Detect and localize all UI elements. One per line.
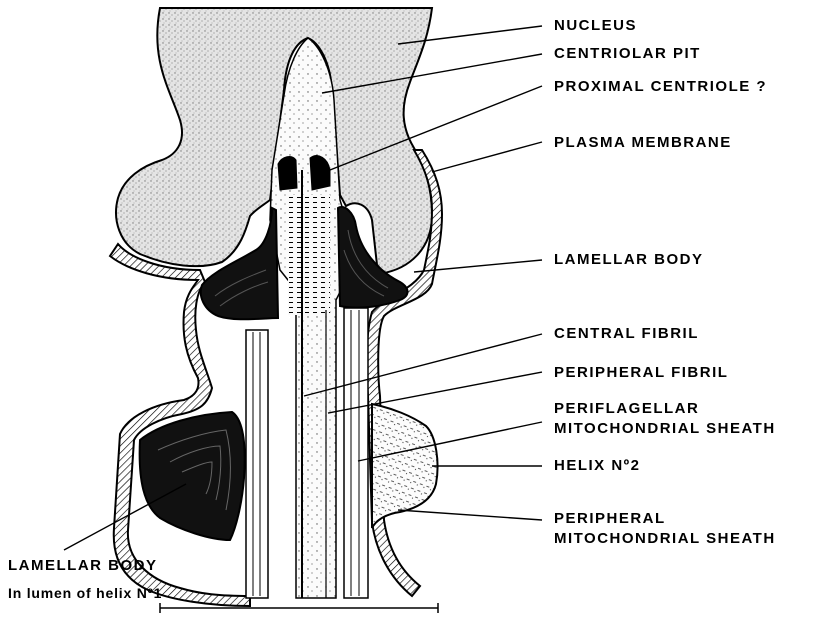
label-proximal-centriole: PROXIMAL CENTRIOLE ? <box>554 78 767 95</box>
label-lamellar-body-lower: LAMELLAR BODY <box>8 557 158 574</box>
peripheral-fibril-right-outer <box>344 308 368 598</box>
helix-no2 <box>372 404 438 528</box>
label-peripheral-sheath: MITOCHONDRIAL SHEATH <box>554 530 776 547</box>
peripheral-fibril-left-outer <box>246 330 268 598</box>
label-lumen-helix-no1: In lumen of helix Nº1 <box>8 585 162 601</box>
label-peripheral-fibril: PERIPHERAL FIBRIL <box>554 364 728 381</box>
label-central-fibril: CENTRAL FIBRIL <box>554 325 699 342</box>
label-periflagellar-sheath: MITOCHONDRIAL SHEATH <box>554 420 776 437</box>
label-nucleus: NUCLEUS <box>554 17 637 34</box>
label-lamellar-body: LAMELLAR BODY <box>554 251 704 268</box>
label-peripheral: PERIPHERAL <box>554 510 666 527</box>
centriole-zone <box>288 195 330 315</box>
proximal-centriole-left <box>278 157 297 190</box>
label-centriolar-pit: CENTRIOLAR PIT <box>554 45 701 62</box>
lamellar-body-lower-outer <box>140 412 245 540</box>
label-helix-no2: HELIX Nº2 <box>554 457 641 474</box>
scale-bar <box>160 603 438 613</box>
label-plasma-membrane: PLASMA MEMBRANE <box>554 134 732 151</box>
label-periflagellar: PERIFLAGELLAR <box>554 400 699 417</box>
centriolar-pit <box>270 38 346 598</box>
